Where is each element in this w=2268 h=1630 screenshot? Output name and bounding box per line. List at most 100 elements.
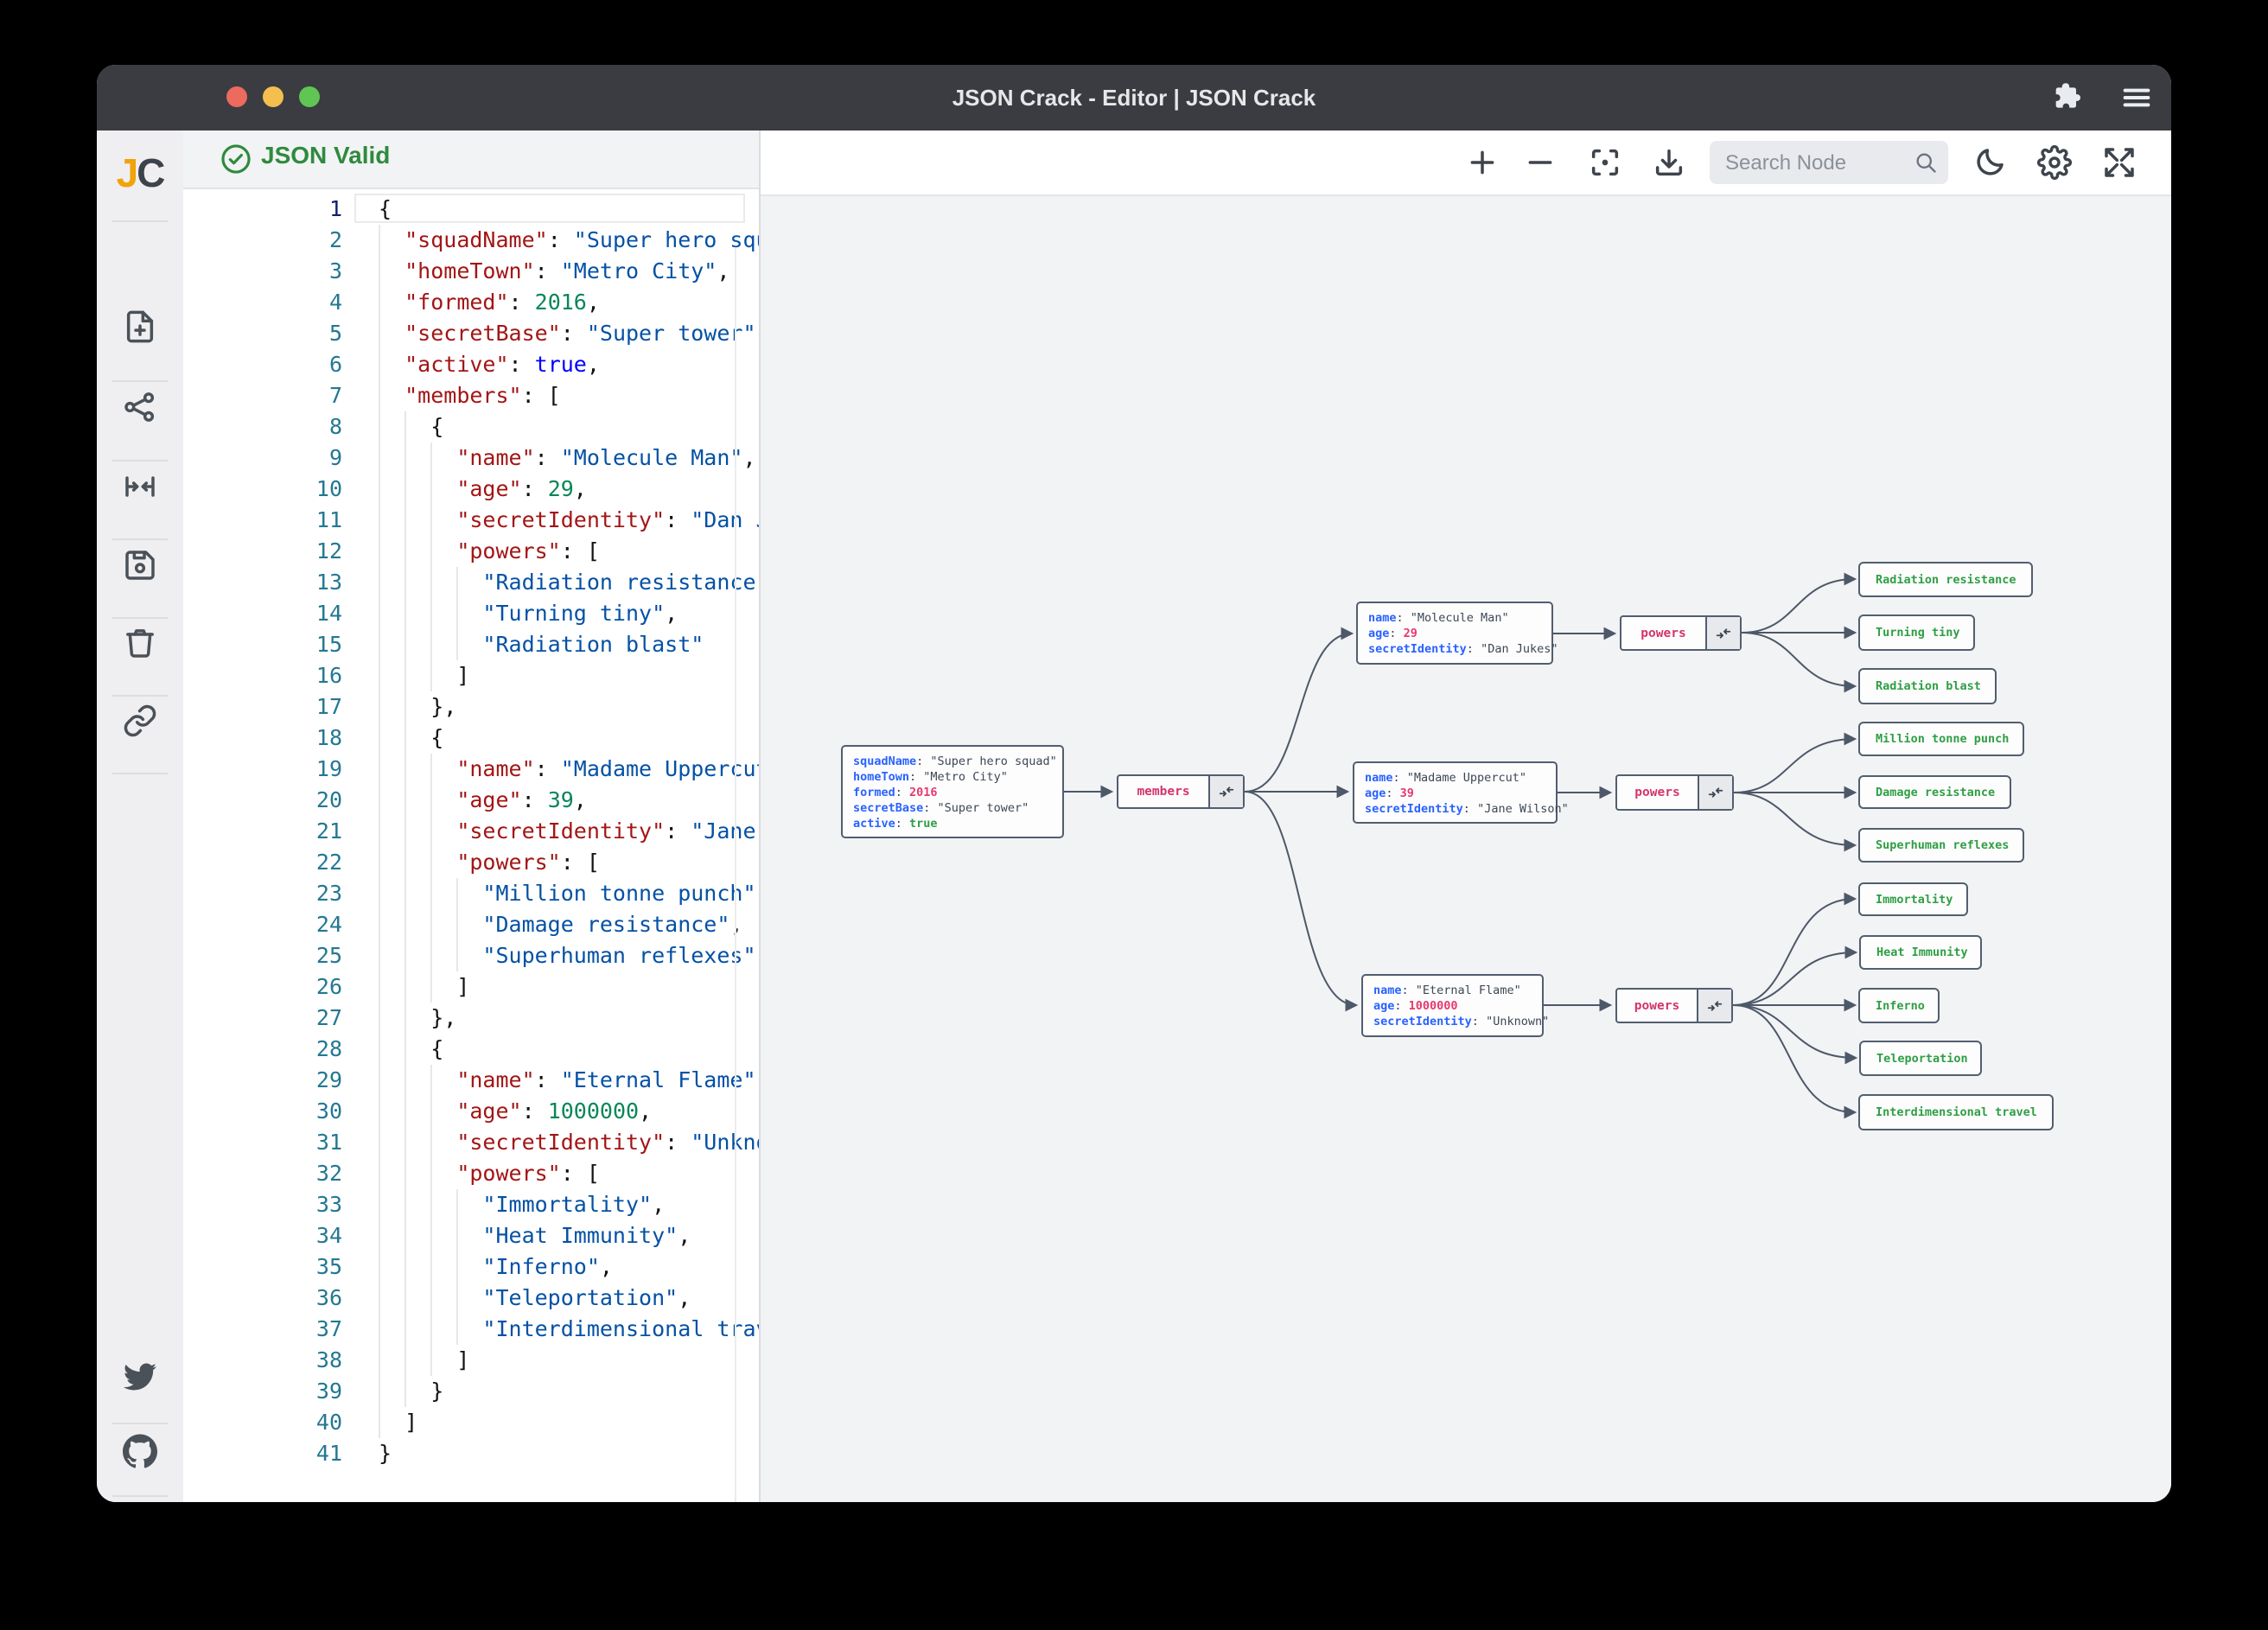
editor-scrollbar[interactable] bbox=[735, 248, 736, 1502]
graph-node-leaf-3a[interactable]: Immortality bbox=[1858, 882, 1968, 916]
sidebar-item-twitter[interactable] bbox=[97, 1351, 183, 1403]
editor-line[interactable]: 39 } bbox=[183, 1376, 759, 1407]
graph-node-leaf-3c[interactable]: Inferno bbox=[1858, 988, 1940, 1023]
code-line: "age": 29, bbox=[456, 476, 587, 501]
fullscreen-button[interactable] bbox=[2102, 145, 2137, 180]
editor-line[interactable]: 38 ] bbox=[183, 1345, 759, 1376]
editor-line[interactable]: 3 "homeTown": "Metro City", bbox=[183, 256, 759, 287]
editor-line[interactable]: 14 "Turning tiny", bbox=[183, 598, 759, 629]
collapse-node-button[interactable] bbox=[1705, 617, 1740, 649]
editor-line[interactable]: 10 "age": 29, bbox=[183, 474, 759, 505]
active-line-highlight bbox=[354, 194, 745, 223]
sidebar-item-share-link[interactable] bbox=[97, 695, 183, 747]
json-editor[interactable]: 1{2 "squadName": "Super hero squad",3 "h… bbox=[183, 189, 759, 1502]
sidebar-item-graph-view[interactable] bbox=[97, 381, 183, 433]
graph-node-powers-1[interactable]: powers bbox=[1620, 615, 1742, 651]
line-number: 37 bbox=[315, 1316, 342, 1341]
collapse-node-button[interactable] bbox=[1697, 990, 1731, 1022]
editor-line[interactable]: 16 ] bbox=[183, 660, 759, 691]
editor-line[interactable]: 34 "Heat Immunity", bbox=[183, 1220, 759, 1251]
close-window-button[interactable] bbox=[226, 86, 247, 107]
editor-line[interactable]: 35 "Inferno", bbox=[183, 1251, 759, 1283]
collapse-node-button[interactable] bbox=[1208, 776, 1243, 807]
editor-line[interactable]: 18 { bbox=[183, 723, 759, 754]
zoom-in-button[interactable] bbox=[1465, 145, 1500, 180]
editor-line[interactable]: 25 "Superhuman reflexes" bbox=[183, 940, 759, 971]
menu-hamburger-icon[interactable] bbox=[2119, 80, 2154, 115]
graph-node-powers-3[interactable]: powers bbox=[1615, 988, 1733, 1023]
graph-node-leaf-3d[interactable]: Teleportation bbox=[1859, 1041, 1982, 1076]
editor-line[interactable]: 30 "age": 1000000, bbox=[183, 1096, 759, 1127]
zoom-window-button[interactable] bbox=[299, 86, 320, 107]
editor-line[interactable]: 26 ] bbox=[183, 971, 759, 1003]
sidebar-item-github[interactable] bbox=[97, 1425, 183, 1477]
editor-line[interactable]: 19 "name": "Madame Uppercut", bbox=[183, 754, 759, 785]
minimize-window-button[interactable] bbox=[263, 86, 284, 107]
sidebar-item-save[interactable] bbox=[97, 539, 183, 591]
download-image-button[interactable] bbox=[1652, 145, 1686, 180]
editor-line[interactable]: 36 "Teleportation", bbox=[183, 1283, 759, 1314]
editor-line[interactable]: 29 "name": "Eternal Flame", bbox=[183, 1065, 759, 1096]
graph-node-leaf-2b[interactable]: Damage resistance bbox=[1858, 775, 2011, 809]
graph-node-leaf-3b[interactable]: Heat Immunity bbox=[1859, 935, 1982, 970]
center-focus-button[interactable] bbox=[1588, 145, 1622, 180]
graph-canvas[interactable]: squadName: "Super hero squad"homeTown: "… bbox=[761, 196, 2171, 1502]
line-number: 40 bbox=[315, 1410, 342, 1435]
leaf-node-label: Turning tiny bbox=[1876, 626, 1960, 640]
editor-line[interactable]: 9 "name": "Molecule Man", bbox=[183, 443, 759, 474]
graph-node-leaf-2c[interactable]: Superhuman reflexes bbox=[1858, 828, 2024, 863]
editor-line[interactable]: 21 "secretIdentity": "Jane Wilson", bbox=[183, 816, 759, 847]
search-icon[interactable] bbox=[1914, 150, 1938, 175]
editor-line[interactable]: 6 "active": true, bbox=[183, 349, 759, 380]
editor-line[interactable]: 40 ] bbox=[183, 1407, 759, 1438]
graph-node-leaf-3e[interactable]: Interdimensional travel bbox=[1858, 1094, 2054, 1130]
sidebar-item-delete[interactable] bbox=[97, 617, 183, 669]
settings-button[interactable] bbox=[2036, 144, 2073, 181]
sidebar-item-sponsor[interactable] bbox=[97, 1496, 183, 1502]
collapse-node-button[interactable] bbox=[1698, 776, 1732, 809]
editor-line[interactable]: 1{ bbox=[183, 194, 759, 225]
jsoncrack-logo[interactable]: JC bbox=[116, 150, 166, 195]
editor-line[interactable]: 41} bbox=[183, 1438, 759, 1469]
sidebar-item-new-document[interactable] bbox=[97, 301, 183, 353]
graph-node-leaf-1a[interactable]: Radiation resistance bbox=[1858, 562, 2033, 597]
graph-node-leaf-1c[interactable]: Radiation blast bbox=[1858, 668, 1997, 704]
editor-line[interactable]: 27 }, bbox=[183, 1003, 759, 1034]
extensions-puzzle-icon[interactable] bbox=[2050, 80, 2085, 115]
editor-line[interactable]: 4 "formed": 2016, bbox=[183, 287, 759, 318]
graph-node-leaf-2a[interactable]: Million tonne punch bbox=[1858, 722, 2024, 756]
editor-line[interactable]: 23 "Million tonne punch", bbox=[183, 878, 759, 909]
editor-line[interactable]: 8 { bbox=[183, 411, 759, 443]
editor-line[interactable]: 24 "Damage resistance", bbox=[183, 909, 759, 940]
editor-line[interactable]: 22 "powers": [ bbox=[183, 847, 759, 878]
editor-line[interactable]: 5 "secretBase": "Super tower", bbox=[183, 318, 759, 349]
dark-mode-button[interactable] bbox=[1972, 145, 2007, 180]
editor-line[interactable]: 31 "secretIdentity": "Unknown", bbox=[183, 1127, 759, 1158]
graph-node-leaf-1b[interactable]: Turning tiny bbox=[1858, 614, 1975, 651]
editor-line[interactable]: 20 "age": 39, bbox=[183, 785, 759, 816]
editor-line[interactable]: 15 "Radiation blast" bbox=[183, 629, 759, 660]
editor-line[interactable]: 33 "Immortality", bbox=[183, 1189, 759, 1220]
search-node-input[interactable] bbox=[1723, 141, 1900, 186]
line-number: 2 bbox=[328, 227, 342, 252]
line-number: 4 bbox=[328, 290, 342, 315]
editor-line[interactable]: 7 "members": [ bbox=[183, 380, 759, 411]
editor-line[interactable]: 12 "powers": [ bbox=[183, 536, 759, 567]
panel-divider[interactable] bbox=[759, 131, 761, 1502]
graph-node-root[interactable]: squadName: "Super hero squad"homeTown: "… bbox=[841, 745, 1064, 838]
editor-line[interactable]: 37 "Interdimensional travel" bbox=[183, 1314, 759, 1345]
editor-line[interactable]: 32 "powers": [ bbox=[183, 1158, 759, 1189]
editor-line[interactable]: 28 { bbox=[183, 1034, 759, 1065]
editor-line[interactable]: 2 "squadName": "Super hero squad", bbox=[183, 225, 759, 256]
graph-node-members[interactable]: members bbox=[1117, 774, 1245, 809]
editor-line[interactable]: 17 }, bbox=[183, 691, 759, 723]
zoom-out-button[interactable] bbox=[1523, 145, 1558, 180]
editor-line[interactable]: 13 "Radiation resistance", bbox=[183, 567, 759, 598]
editor-line[interactable]: 11 "secretIdentity": "Dan Jukes", bbox=[183, 505, 759, 536]
sidebar-item-center-view[interactable] bbox=[97, 461, 183, 513]
graph-node-powers-2[interactable]: powers bbox=[1615, 774, 1734, 811]
trash-icon bbox=[126, 629, 154, 658]
